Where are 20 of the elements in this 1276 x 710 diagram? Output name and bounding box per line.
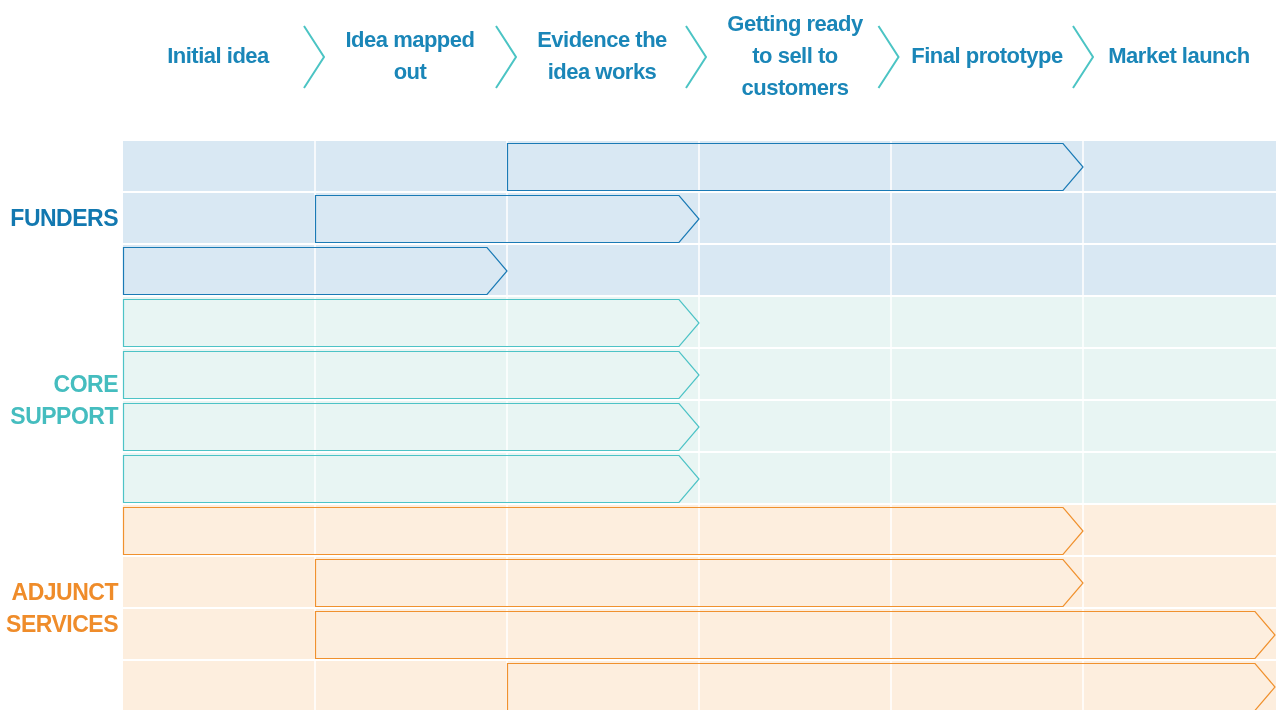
row-label: CORE SUPPORT — [9, 370, 118, 431]
arrow-bar — [507, 663, 1276, 710]
stage-heading: Final prototype — [911, 42, 1063, 70]
stage-heading: Market launch — [1108, 42, 1250, 70]
arrow-bar — [315, 611, 1276, 659]
arrow-bar — [123, 455, 700, 503]
arrow-bar — [315, 195, 700, 243]
arrow-bar — [123, 351, 700, 399]
arrow-bar — [507, 143, 1084, 191]
stage-heading: Getting ready to sell to customers — [726, 10, 864, 102]
arrow-bar — [123, 299, 700, 347]
arrow-bar — [315, 559, 1084, 607]
stage-heading: Evidence the idea works — [536, 26, 668, 86]
arrow-bar — [123, 507, 1084, 555]
row-label: ADJUNCT SERVICES — [6, 578, 118, 639]
arrow-bar — [123, 403, 700, 451]
row-label: FUNDERS — [9, 204, 118, 233]
arrow-bar — [123, 247, 508, 295]
stage-heading: Idea mapped out — [344, 26, 476, 86]
stage-heading: Initial idea — [167, 42, 269, 70]
